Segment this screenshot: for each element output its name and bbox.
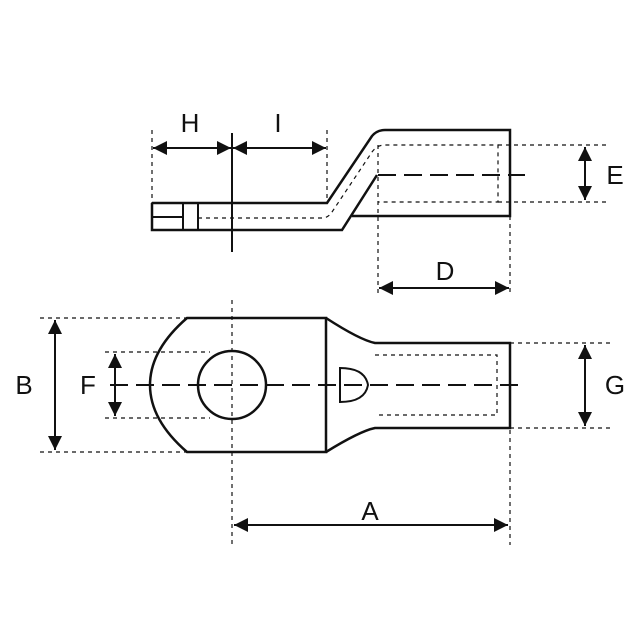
- label-i: I: [274, 108, 281, 138]
- label-f: F: [80, 370, 96, 400]
- side-view: [150, 128, 610, 295]
- label-g: G: [605, 370, 625, 400]
- label-h: H: [181, 108, 200, 138]
- inspection-window: [339, 366, 370, 404]
- top-view: [40, 300, 610, 545]
- label-b: B: [15, 370, 32, 400]
- label-a: A: [361, 496, 379, 526]
- label-e: E: [606, 160, 623, 190]
- label-d: D: [436, 256, 455, 286]
